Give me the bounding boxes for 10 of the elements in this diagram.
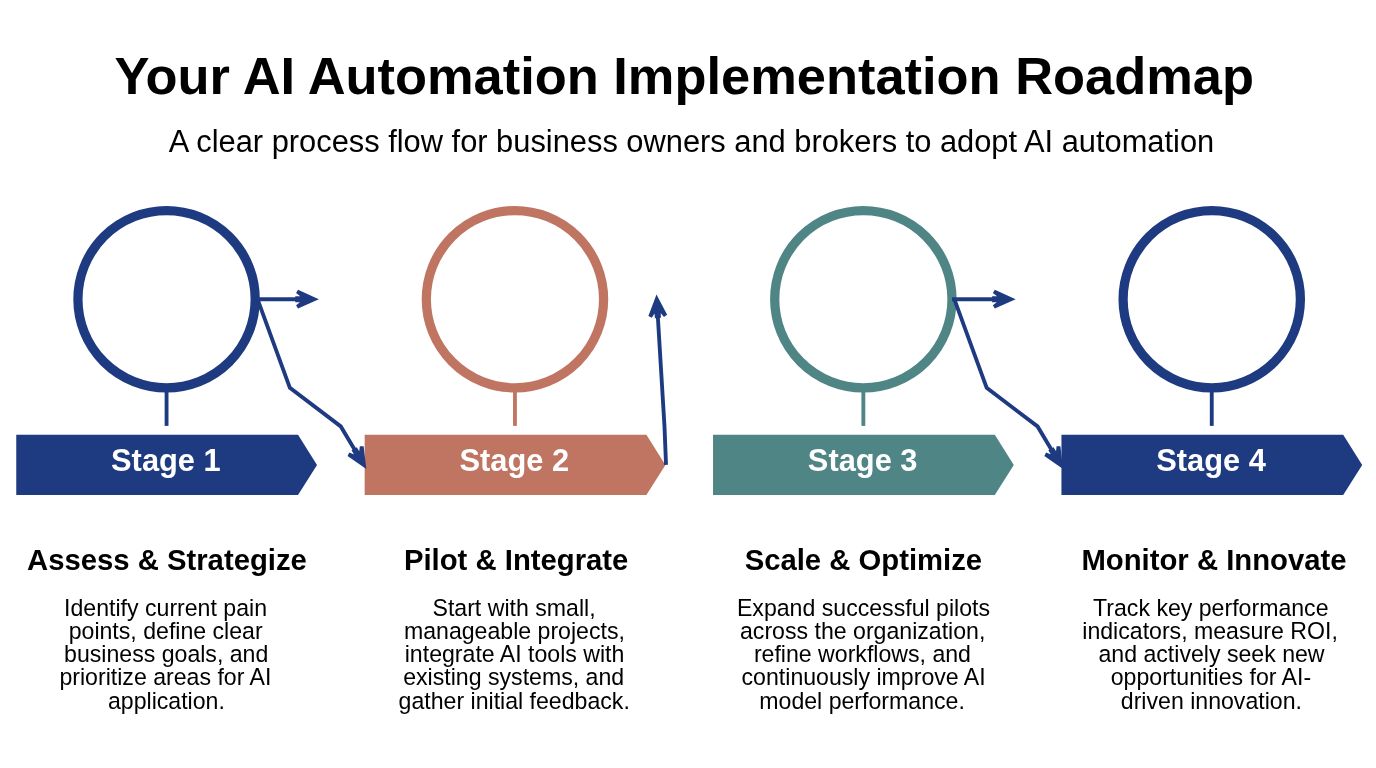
node-label: Scale & Optimize [744, 543, 983, 577]
diagram-title: Your AI Automation Implementation Roadmap [114, 46, 1254, 105]
label: A clear process flow for business owners and brokers to adopt AI automation [168, 123, 1215, 159]
node-label: Identify current pain points, define clear business goals, and prioritize areas for AI application. [59, 595, 272, 714]
node-label: Track key performance indicators, measure ROI, and actively seek new opportunities for AI-driven innovation. [1082, 595, 1338, 714]
node-label: Start with small, manageable projects, integrate AI tools with existing systems, and gather initial feedback. [398, 595, 630, 714]
node-label: Assess & Strategize [27, 543, 307, 577]
node-label: Expand successful pilots across the organization, refine workflows, and continuously improve AI model performance. [736, 595, 991, 714]
node-label: Monitor & Innovate [1081, 543, 1347, 577]
node-label: Pilot & Integrate [403, 543, 629, 577]
